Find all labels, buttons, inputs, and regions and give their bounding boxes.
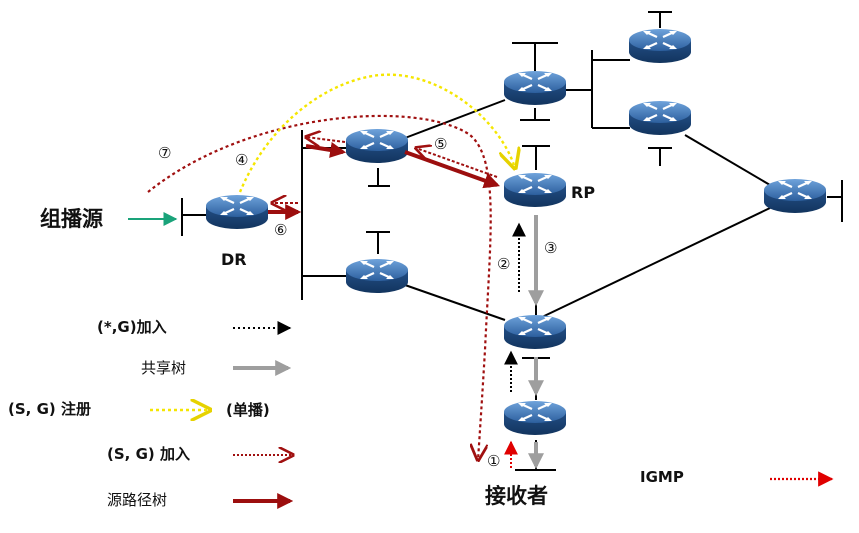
- router-top-right-2: [627, 99, 693, 137]
- legend-star-g-join: (*,G)加入: [97, 318, 167, 336]
- router-r5: [502, 313, 568, 351]
- router-lower-middle: [344, 257, 410, 295]
- step-2: ②: [497, 255, 511, 273]
- router-upper-middle: [344, 127, 410, 165]
- router-dr: [204, 193, 270, 231]
- router-top-right-1: [627, 27, 693, 65]
- legend-igmp: IGMP: [640, 468, 684, 486]
- sg-join-to-upper: [416, 148, 498, 178]
- router-rp: [502, 171, 568, 209]
- register-arc: [238, 73, 515, 193]
- source-label: 组播源: [40, 207, 103, 231]
- router-far-right: [762, 177, 828, 215]
- legend-shared-tree: 共享树: [141, 359, 187, 377]
- sg-join-bus-upper: [306, 137, 346, 142]
- legend-sg-join: (S, G) 加入: [107, 445, 190, 463]
- step-6: ⑥: [274, 221, 288, 239]
- rp-label: RP: [571, 183, 596, 202]
- legend-unicast: (单播): [226, 401, 270, 419]
- sg-join-arc: [147, 114, 492, 460]
- dr-label: DR: [221, 250, 247, 269]
- legend-sg-register: (S, G) 注册: [8, 400, 91, 418]
- router-top: [502, 69, 568, 107]
- step-7: ⑦: [158, 144, 172, 162]
- step-1: ①: [487, 452, 501, 470]
- step-3: ③: [544, 239, 558, 257]
- legend-spt: 源路径树: [107, 491, 168, 509]
- step-4: ④: [235, 151, 249, 169]
- step-5: ⑤: [434, 135, 448, 153]
- router-last-hop: [502, 399, 568, 437]
- spt-bus-upper: [305, 142, 347, 158]
- network-links: [181, 11, 843, 471]
- receiver-label: 接收者: [485, 484, 548, 508]
